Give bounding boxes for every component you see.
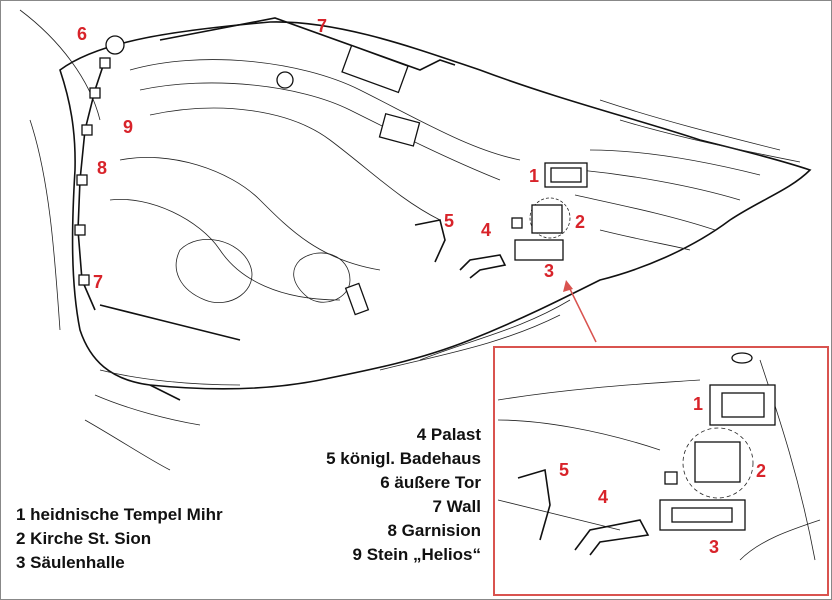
north-wall <box>159 17 456 71</box>
inset-pointer <box>567 284 597 343</box>
contour-lines <box>19 9 801 471</box>
legend-item-4: 4 Palast <box>416 425 481 444</box>
hill-outline <box>59 21 812 390</box>
map-label-2: 2 <box>575 212 585 232</box>
map-label-4: 4 <box>481 220 491 240</box>
legend-item-1: 1 heidnische Tempel Mihr <box>16 505 223 524</box>
legend-item-2: 2 Kirche St. Sion <box>16 529 152 548</box>
legend-left: 1 heidnische Tempel Mihr 2 Kirche St. Si… <box>16 503 223 575</box>
map-label-8: 8 <box>97 158 107 178</box>
legend-item-8: 8 Garnision <box>387 521 481 540</box>
inset-label-5: 5 <box>559 460 569 480</box>
inset-label-3: 3 <box>709 537 719 557</box>
legend-right: 4 Palast 5 königl. Badehaus 6 äußere Tor… <box>326 423 481 567</box>
inset-label-2: 2 <box>756 461 766 481</box>
north-building <box>341 44 409 94</box>
main-complex <box>276 71 588 316</box>
map-label-5: 5 <box>444 211 454 231</box>
legend-item-9: 9 Stein „Helios“ <box>352 545 481 564</box>
map-label-9: 9 <box>123 117 133 137</box>
inset-pointer-arrow <box>563 280 573 292</box>
map-label-3: 3 <box>544 261 554 281</box>
legend-item-5: 5 königl. Badehaus <box>326 449 481 468</box>
outer-gate <box>105 35 125 55</box>
south-gate <box>149 384 181 401</box>
map-label-6: 6 <box>77 24 87 44</box>
inset-labels: 1 2 3 4 5 <box>559 394 766 557</box>
inset-drawing <box>497 352 821 561</box>
inset-label-4: 4 <box>598 487 608 507</box>
map-labels: 1 2 3 4 5 6 7 7 8 9 <box>77 16 585 292</box>
map-label-1: 1 <box>529 166 539 186</box>
map-label-7-north: 7 <box>317 16 327 36</box>
legend-item-7: 7 Wall <box>432 497 482 516</box>
wall-towers <box>74 57 111 286</box>
map-label-7-west: 7 <box>93 272 103 292</box>
inset-label-1: 1 <box>693 394 703 414</box>
legend-item-6: 6 äußere Tor <box>380 473 481 492</box>
south-wall <box>99 304 241 341</box>
legend-item-3: 3 Säulenhalle <box>16 553 125 572</box>
